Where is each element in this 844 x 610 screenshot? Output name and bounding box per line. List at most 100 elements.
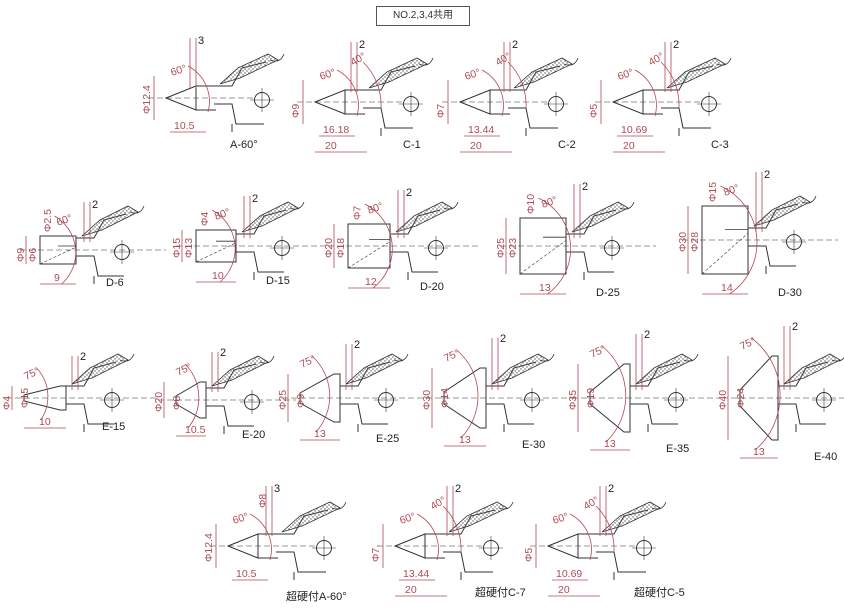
holder-lower-edge — [778, 403, 826, 425]
offset-label: 2 — [354, 339, 360, 351]
offset-label: 2 — [406, 187, 412, 199]
holder-lower-edge — [630, 403, 678, 425]
holder-break-curve — [289, 201, 305, 210]
diameter-label: Φ9 — [290, 104, 302, 118]
cutter-hidden — [195, 242, 237, 263]
diameter-label: Φ12.4 — [141, 85, 153, 114]
cutter-hidden — [39, 246, 77, 265]
chamfer-body — [443, 367, 487, 429]
holder-lower-edge — [206, 405, 254, 427]
angle-label-2: 40° — [349, 50, 369, 68]
holder-shank-dotted — [81, 205, 139, 237]
dimension-value: 13 — [753, 446, 765, 458]
angle-label: 75° — [738, 335, 757, 353]
holder-break-curve — [129, 205, 145, 214]
drawing-label: A-60° — [230, 139, 258, 151]
chamfer-body — [589, 363, 631, 433]
diameter-label-2: Φ28 — [689, 232, 701, 252]
offset-label: 3 — [198, 35, 204, 47]
angle-label: 60° — [398, 511, 417, 527]
angle-arc — [601, 345, 627, 443]
drawing-label: D-30 — [778, 287, 802, 299]
diameter-label-2: Φ24 — [735, 388, 747, 408]
diameter-label: Φ15 — [171, 238, 183, 258]
cone-tip — [164, 85, 197, 111]
angle-label: 75° — [442, 347, 461, 365]
header-title: NO.2,3,4共用 — [376, 6, 470, 26]
angle-arc — [184, 363, 200, 429]
holder-lower-edge — [566, 251, 614, 273]
angle-arc-2 — [507, 61, 527, 109]
diameter-label: Φ20 — [153, 392, 165, 412]
diameter-label-2: Φ15 — [19, 388, 31, 408]
angle-label: 60° — [169, 63, 188, 79]
cone-tip — [393, 533, 426, 559]
cone-tip — [313, 89, 346, 115]
chamfer-body — [23, 385, 67, 411]
diameter-label: Φ4 — [1, 396, 13, 410]
angle-arc — [751, 337, 781, 451]
holder-break-curve — [801, 195, 817, 204]
holder-lower-edge — [596, 551, 646, 573]
holder-shank-dotted — [281, 501, 341, 533]
angle-arc — [187, 65, 210, 113]
diameter-small: Φ15 — [707, 182, 719, 202]
diameter-label: Φ30 — [677, 232, 689, 252]
dimension-value: 20 — [405, 584, 417, 596]
diameter-label: Φ20 — [323, 238, 335, 258]
dimension-value: 10.5 — [185, 424, 206, 436]
holder-break-curve — [393, 353, 409, 362]
angle-arc — [364, 203, 393, 289]
angle-label: 75° — [588, 343, 607, 361]
angle-label: 80° — [540, 194, 559, 211]
diameter-label-2: Φ23 — [507, 238, 519, 258]
chamfer-body — [175, 381, 207, 419]
diameter-small: Φ4 — [199, 212, 211, 226]
dimension-value: 13 — [459, 434, 471, 446]
cone-tip — [226, 533, 259, 559]
cutter-body — [39, 235, 77, 265]
dimension-value: 13.44 — [403, 568, 429, 580]
cutter-hidden — [347, 241, 391, 269]
angle-arc — [311, 355, 331, 433]
holder-lower-edge — [66, 403, 114, 425]
dimension-value: 10.5 — [236, 568, 257, 580]
angle-arc — [54, 215, 77, 285]
holder-shank-dotted — [571, 201, 629, 233]
drawing-label: D-25 — [596, 287, 620, 299]
dimension-value: 14 — [721, 282, 733, 294]
chamfer-body — [739, 355, 779, 441]
drawing-label: 超硬付C-7 — [475, 585, 526, 599]
drawing-label: E-25 — [376, 433, 399, 445]
diameter-label-2: Φ6 — [27, 248, 39, 262]
cutter-notch — [543, 236, 567, 255]
dimension-value: 10.69 — [556, 568, 582, 580]
holder-shank-dotted — [395, 201, 453, 233]
offset-label: 2 — [252, 193, 258, 205]
angle-label: 60° — [231, 511, 250, 527]
holder-break-curve — [443, 201, 459, 210]
angle-arc — [569, 513, 592, 561]
holder-lower-edge — [340, 403, 388, 425]
holder-shank-dotted — [491, 353, 549, 385]
drawing-label: D-15 — [266, 275, 290, 287]
diameter-label: Φ5 — [523, 548, 535, 562]
dimension-value: 16.18 — [323, 124, 349, 136]
dimension-value: 10 — [39, 416, 51, 428]
diameter-label: Φ5 — [588, 104, 600, 118]
drawing-label: E-20 — [242, 429, 265, 441]
holder-shank-dotted — [211, 355, 269, 387]
holder-lower-edge — [661, 107, 711, 129]
cutter-notch — [725, 229, 749, 251]
cutter-body — [519, 217, 567, 275]
dimension-value: 20 — [623, 140, 635, 152]
